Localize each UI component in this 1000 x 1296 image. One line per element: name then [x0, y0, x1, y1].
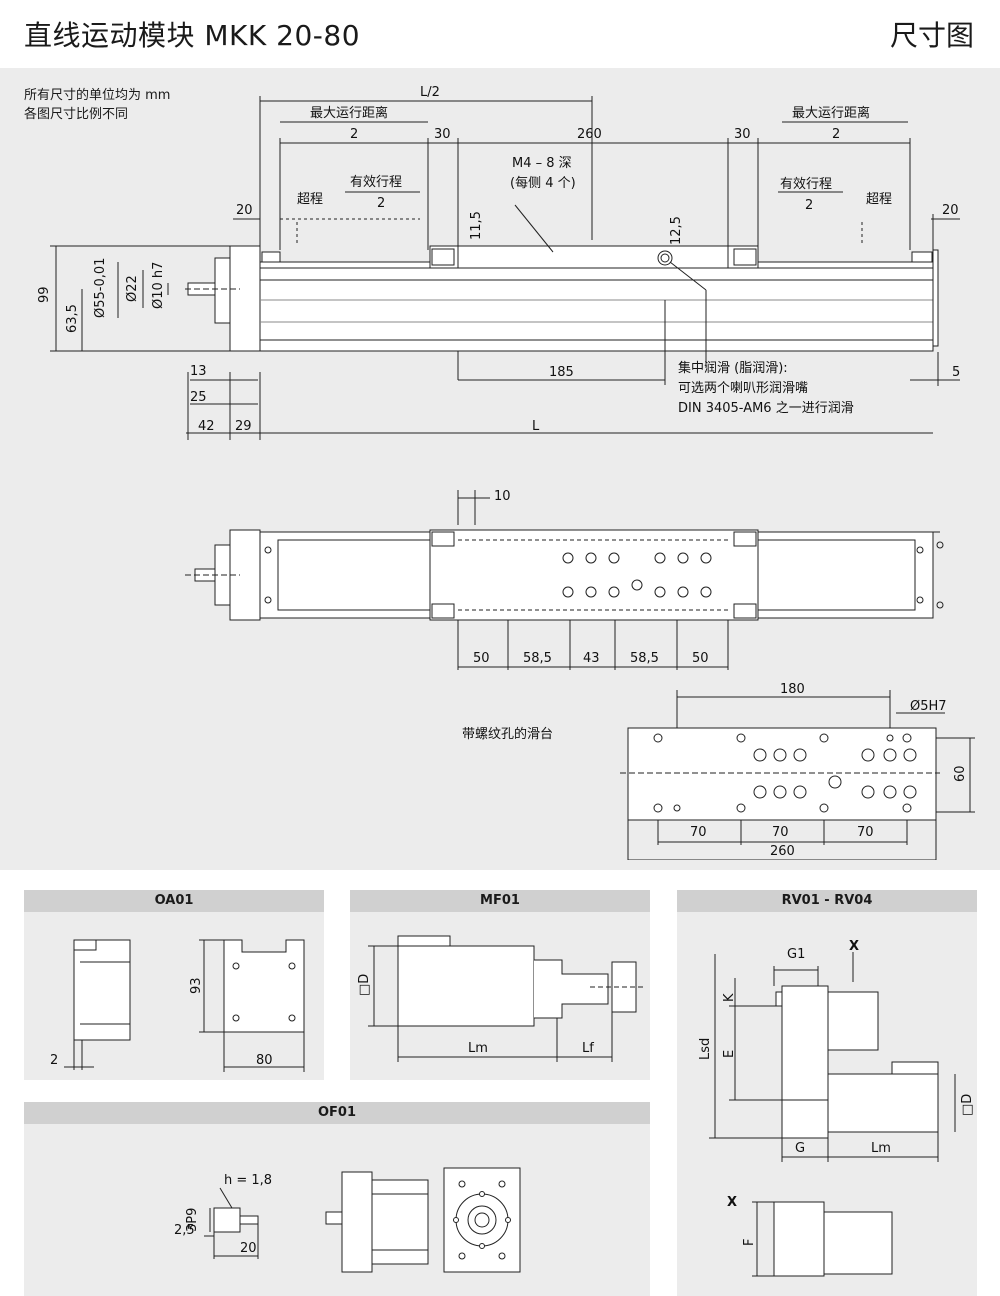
oa01-drawing: 93 2 80 [50, 939, 305, 1072]
dim-58-5-a: 58,5 [523, 651, 552, 666]
dim-13: 13 [190, 364, 207, 379]
mf01-drawing: □D Lm Lf [357, 935, 645, 1062]
panel-of01-title: OF01 [24, 1102, 650, 1124]
dim-10: 10 [494, 489, 511, 504]
effective-travel-right-2: 2 [805, 198, 813, 213]
of01-drawing: h = 1,8 3P9 2,5 20 [174, 1167, 521, 1273]
mf01-dim-lf: Lf [582, 1041, 594, 1056]
dim-42: 42 [198, 419, 215, 434]
max-travel-left: 最大运行距离 [310, 105, 388, 121]
dim-70-c: 70 [857, 825, 874, 840]
units-note-line1: 所有尺寸的单位均为 mm [24, 88, 171, 103]
rv01-dim-f: F [742, 1239, 757, 1246]
dim-180: 180 [780, 682, 805, 697]
dim-half-length: L/2 [420, 85, 440, 100]
dim-260: 260 [577, 127, 602, 142]
rv01-x-top: X [849, 939, 859, 954]
dim-50-a: 50 [473, 651, 490, 666]
panel-mf01-title: MF01 [350, 890, 650, 912]
dim-20-right: 20 [942, 203, 959, 218]
dim-5: 5 [952, 365, 960, 380]
panel-oa01-title: OA01 [24, 890, 324, 912]
oa01-dim-93: 93 [189, 977, 204, 994]
page-title: 直线运动模块 MKK 20-80 [24, 19, 361, 52]
panel-oa01: OA01 93 2 80 [24, 890, 324, 1080]
dim-dia-55: Ø55-0,01 [93, 258, 108, 318]
panel-mf01: MF01 □D Lm Lf [350, 890, 650, 1080]
thread-note: (每侧 4 个) [510, 175, 576, 191]
dim-185: 185 [549, 365, 574, 380]
rv01-dim-k: K [722, 993, 737, 1002]
panel-rv01: RV01 - RV04 G1 X [677, 890, 977, 1296]
dim-11-5: 11,5 [469, 211, 484, 240]
lube-note-2: 可选两个喇叭形润滑嘴 [678, 381, 808, 396]
max-travel-right-2: 2 [832, 127, 840, 142]
oa01-dim-2: 2 [50, 1053, 58, 1068]
side-view-drawing: L/2 最大运行距离 2 30 260 30 最大运行距离 2 M4 – 8 深… [37, 85, 960, 440]
dim-63-5: 63,5 [65, 304, 80, 333]
dim-25: 25 [190, 390, 207, 405]
overtravel-left: 超程 [297, 192, 323, 207]
page-header: 直线运动模块 MKK 20-80 尺寸图 [0, 0, 1000, 68]
effective-travel-right: 有效行程 [780, 177, 832, 192]
of01-dim-20: 20 [240, 1241, 257, 1256]
rv01-dim-e: E [722, 1050, 737, 1058]
rv01-dim-g: G [795, 1141, 805, 1156]
dim-260-carriage: 260 [770, 844, 795, 859]
dim-dia-10: Ø10 h7 [151, 262, 166, 309]
dim-30-left: 30 [434, 127, 451, 142]
panel-of01: OF01 h = 1,8 3P9 2,5 20 [24, 1102, 650, 1296]
rv01-x-bottom: X [727, 1195, 737, 1210]
of01-dim-2-5: 2,5 [174, 1223, 195, 1238]
of01-dim-h: h = 1,8 [224, 1173, 272, 1188]
max-travel-left-2: 2 [350, 127, 358, 142]
carriage-label: 带螺纹孔的滑台 [462, 726, 553, 742]
dim-70-a: 70 [690, 825, 707, 840]
panel-rv01-title: RV01 - RV04 [677, 890, 977, 912]
rv01-dim-lsd: Lsd [698, 1038, 713, 1060]
dim-30-right: 30 [734, 127, 751, 142]
dim-29: 29 [235, 419, 252, 434]
dim-99: 99 [37, 286, 52, 303]
oa01-dim-80: 80 [256, 1053, 273, 1068]
carriage-drawing: 带螺纹孔的滑台 180 Ø5H7 60 70 70 70 260 [462, 682, 975, 860]
dim-length: L [532, 419, 540, 434]
lube-note-3: DIN 3405-AM6 之一进行润滑 [678, 401, 854, 416]
dim-dia-22: Ø22 [125, 275, 140, 302]
mf01-dim-d: □D [357, 974, 372, 996]
dim-58-5-b: 58,5 [630, 651, 659, 666]
rv01-dim-lm: Lm [871, 1141, 891, 1156]
effective-travel-left: 有效行程 [350, 175, 402, 190]
rv01-dim-g1: G1 [787, 947, 805, 962]
dim-43: 43 [583, 651, 600, 666]
section-title: 尺寸图 [889, 19, 974, 52]
overtravel-right: 超程 [866, 192, 892, 207]
dim-50-b: 50 [692, 651, 709, 666]
rv01-dim-d: □D [960, 1094, 975, 1116]
mf01-dim-lm: Lm [468, 1041, 488, 1056]
top-view-drawing: 10 50 58,5 43 58,5 50 [185, 489, 944, 670]
of01-dim-p9: 3P9 [185, 1208, 200, 1232]
dim-20-left: 20 [236, 203, 253, 218]
effective-travel-left-2: 2 [377, 196, 385, 211]
rv01-drawing: G1 X K E Lsd G Lm □D X F [698, 939, 975, 1277]
dim-hole: Ø5H7 [910, 699, 947, 714]
units-note: 所有尺寸的单位均为 mm 各图尺寸比例不同 [24, 86, 170, 124]
max-travel-right: 最大运行距离 [792, 105, 870, 121]
dim-60: 60 [953, 765, 968, 782]
units-note-line2: 各图尺寸比例不同 [24, 107, 129, 122]
lube-note-1: 集中润滑 (脂润滑): [678, 360, 788, 376]
dim-12-5: 12,5 [669, 216, 684, 245]
thread-label: M4 – 8 深 [512, 156, 572, 171]
dim-70-b: 70 [772, 825, 789, 840]
